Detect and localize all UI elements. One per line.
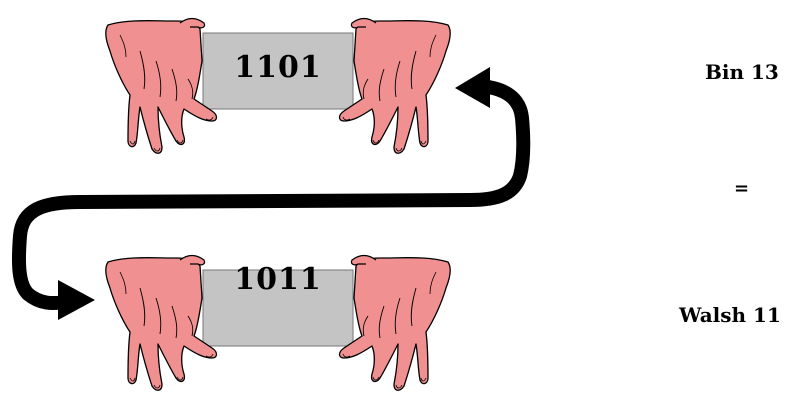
bottom-left-hand-icon <box>105 254 218 391</box>
top-card <box>202 32 354 110</box>
bottom-arrowhead <box>58 280 95 320</box>
bottom-card-group <box>105 254 451 391</box>
top-right-hand-icon <box>338 17 451 154</box>
top-left-hand-icon <box>105 17 218 154</box>
binary-value-label: Bin 13 <box>705 60 779 84</box>
bottom-card <box>202 269 354 347</box>
top-card-group <box>105 17 451 154</box>
equals-sign: = <box>734 178 750 199</box>
top-arrowhead <box>455 67 490 108</box>
bottom-right-hand-icon <box>338 254 451 391</box>
swap-arrow-icon <box>12 67 531 320</box>
top-card-value: 1101 <box>234 50 322 85</box>
walsh-value-label: Walsh 11 <box>679 303 781 327</box>
bottom-card-value: 1011 <box>234 262 322 297</box>
